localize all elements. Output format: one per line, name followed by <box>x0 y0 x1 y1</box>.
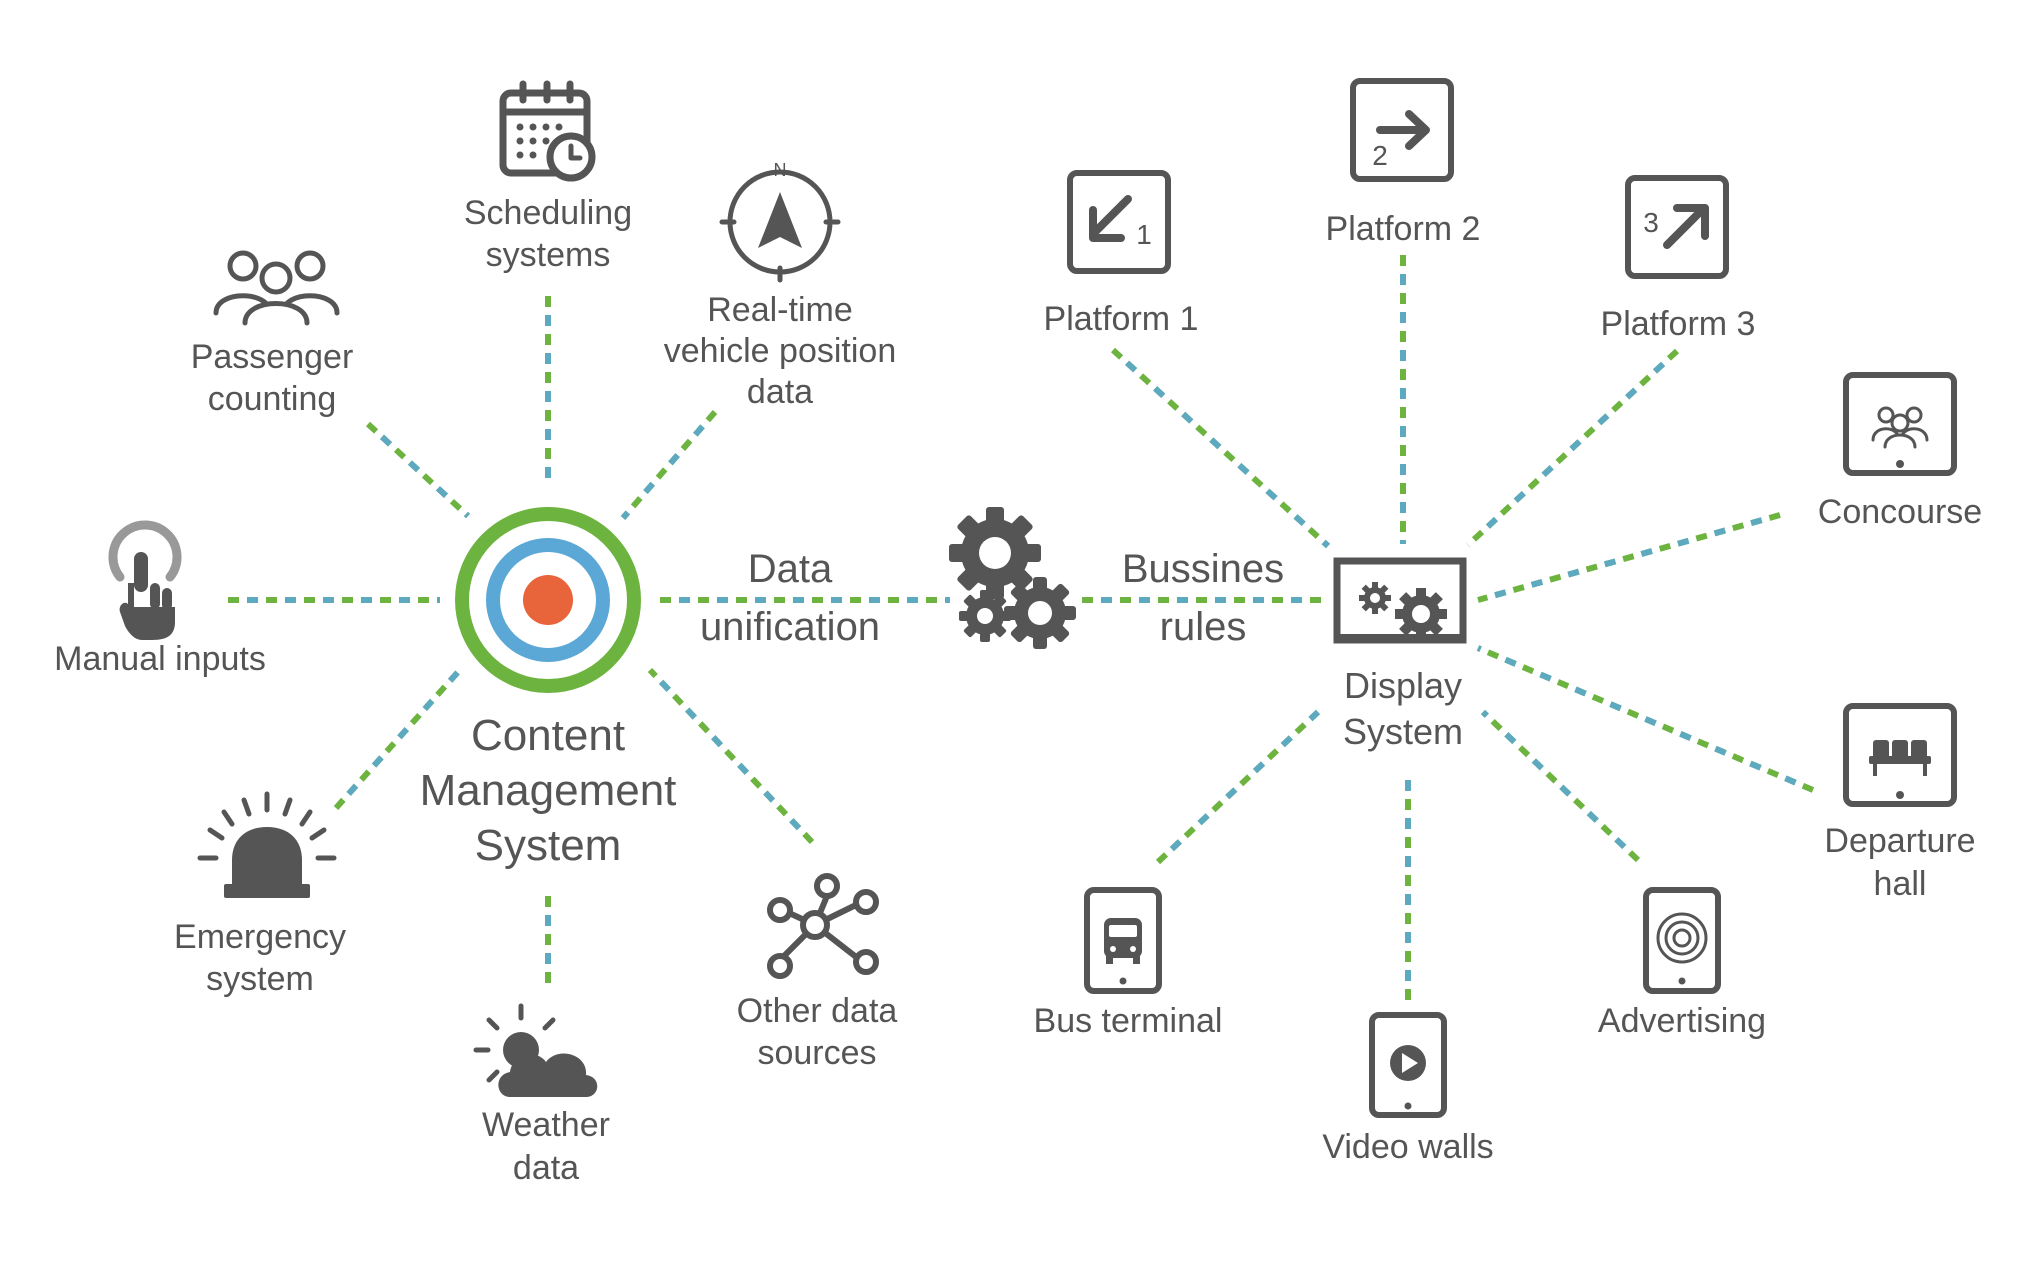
compass-north-letter: N <box>774 160 787 180</box>
scheduling-label-line1: Scheduling <box>464 194 632 232</box>
tablet-people-icon <box>1843 372 1957 476</box>
manual-label: Manual inputs <box>54 640 266 678</box>
arrow-down-left-icon <box>1067 170 1171 274</box>
connector-realtime-blue <box>620 410 718 520</box>
connector-concourse-green <box>1477 512 1781 603</box>
other-label-line1: Other data <box>737 992 898 1030</box>
platform2-label: Platform 2 <box>1326 210 1481 248</box>
weather-label-line1: Weather <box>482 1106 610 1144</box>
display-title-line2: System <box>1343 711 1463 752</box>
platform1-number: 1 <box>1136 219 1152 250</box>
video-walls-label: Video walls <box>1322 1128 1493 1166</box>
platform3-number: 3 <box>1643 207 1659 238</box>
connector-platform1-blue <box>1110 347 1331 549</box>
cms-hub-icon <box>455 507 641 693</box>
touch-hand-icon <box>108 520 182 640</box>
business-rules-line1: Bussines <box>1122 547 1284 591</box>
cms-title-line1: Content <box>471 711 625 760</box>
platform3-label: Platform 3 <box>1601 305 1756 343</box>
calendar-clock-icon <box>499 80 596 182</box>
display-system-icon <box>1333 557 1467 644</box>
platform2-number: 2 <box>1372 140 1388 171</box>
connector-emergency-green <box>333 669 461 811</box>
emergency-label-line2: system <box>206 960 314 998</box>
concourse-label: Concourse <box>1818 493 1982 531</box>
connector-platform1-green <box>1110 347 1331 549</box>
connector-platform3-blue <box>1465 348 1680 548</box>
tablet-target-icon <box>1643 887 1721 994</box>
connector-advertising-green <box>1480 709 1641 863</box>
connector-advertising-blue <box>1480 709 1641 863</box>
other-label-line2: sources <box>757 1034 876 1072</box>
connector-bus-green <box>1155 709 1321 865</box>
cms-title-line3: System <box>475 821 622 870</box>
realtime-label-line1: Real-time <box>707 291 852 329</box>
cms-title-line2: Management <box>420 766 677 815</box>
advertising-label: Advertising <box>1598 1002 1766 1040</box>
tablet-seats-icon <box>1843 703 1957 807</box>
weather-label-line2: data <box>513 1149 579 1187</box>
connectors <box>228 255 1815 1000</box>
passenger-label-line2: counting <box>208 380 337 418</box>
people-group-icon <box>213 250 340 326</box>
tablet-play-icon <box>1369 1012 1447 1118</box>
bus-terminal-label: Bus terminal <box>1034 1002 1223 1040</box>
weather-icon <box>473 1003 598 1097</box>
network-icon <box>767 873 879 979</box>
data-unification-line2: unification <box>700 605 880 649</box>
connector-other-green <box>647 667 815 845</box>
data-unification-line1: Data <box>748 547 833 591</box>
arrow-right-icon <box>1350 78 1454 182</box>
connector-departure-blue <box>1476 645 1815 793</box>
siren-icon <box>197 791 337 898</box>
connector-passenger-blue <box>365 421 471 519</box>
tablet-bus-icon <box>1084 887 1162 994</box>
platform1-label: Platform 1 <box>1044 300 1199 338</box>
business-rules-line2: rules <box>1160 605 1247 649</box>
compass-icon <box>719 169 841 283</box>
emergency-label-line1: Emergency <box>174 918 346 956</box>
display-title-line1: Display <box>1344 665 1462 706</box>
realtime-label-line3: data <box>747 373 813 411</box>
arrow-up-right-icon <box>1625 175 1729 279</box>
passenger-label-line1: Passenger <box>191 338 354 376</box>
departure-label-line1: Departure <box>1824 822 1975 860</box>
gears-icon <box>949 507 1076 649</box>
realtime-label-line2: vehicle position <box>664 332 896 370</box>
departure-label-line2: hall <box>1874 865 1927 903</box>
scheduling-label-line2: systems <box>486 236 611 274</box>
connector-bus-blue <box>1155 709 1321 865</box>
